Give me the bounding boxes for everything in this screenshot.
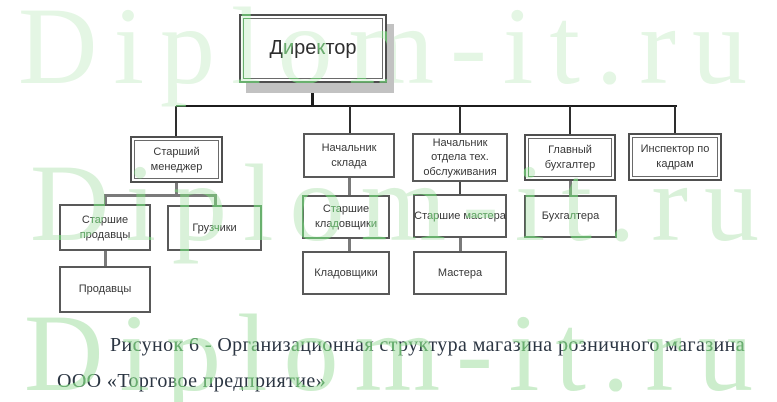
connector-line (348, 178, 351, 196)
org-box-label: Грузчики (192, 221, 237, 234)
connector-line (569, 181, 572, 196)
watermark-text: Diplom-it.ru (18, 0, 764, 107)
org-box-label: Директор (269, 37, 357, 60)
connector-line (459, 182, 461, 195)
org-box-label: Начальник отдела тех. обслуживания (423, 136, 497, 178)
figure-caption-line-2: ООО «Торговое предприятие» (57, 370, 326, 392)
connector-line (348, 239, 351, 252)
connector-line (459, 106, 461, 133)
org-box-accountants: Бухгалтера (524, 195, 617, 238)
org-box-director: Директор (239, 14, 387, 83)
connector-line (104, 194, 217, 197)
connector-line (104, 196, 107, 205)
watermark-text: Diplom-it.ru (24, 292, 770, 402)
org-box-senior-masters: Старшие мастера (413, 194, 507, 238)
org-box-tech-service-head: Начальник отдела тех. обслуживания (412, 133, 508, 182)
org-box-storekeepers: Кладовщики (302, 251, 390, 295)
org-box-label: Старшие мастера (414, 209, 506, 222)
connector-line (674, 106, 676, 133)
org-box-warehouse-head: Начальник склада (303, 133, 395, 178)
org-box-label: Продавцы (78, 283, 132, 296)
org-box-label: Старший менеджер (150, 145, 203, 173)
org-box-senior-sellers: Старшие продавцы (59, 204, 151, 251)
connector-line (311, 83, 314, 106)
org-box-senior-storekeepers: Старшие кладовщики (302, 195, 390, 239)
org-box-label: Старшие кладовщики (314, 203, 377, 230)
connector-line (214, 196, 217, 206)
connector-line (349, 106, 351, 133)
connector-line (175, 183, 178, 195)
org-box-sellers: Продавцы (59, 266, 151, 313)
org-box-label: Кладовщики (314, 266, 378, 279)
org-box-label: Начальник склада (321, 141, 377, 169)
org-box-label: Инспектор по кадрам (640, 143, 710, 170)
org-box-chief-accountant: Главный бухгалтер (524, 134, 616, 181)
org-box-label: Бухгалтера (541, 210, 600, 223)
connector-line (569, 106, 571, 134)
connector-line (459, 238, 462, 252)
connector-line (175, 106, 177, 136)
org-box-label: Старшие продавцы (79, 213, 131, 241)
org-box-label: Главный бухгалтер (544, 143, 596, 171)
connector-line (104, 251, 107, 267)
org-box-loaders: Грузчики (167, 205, 262, 251)
org-box-senior-manager: Старший менеджер (130, 136, 223, 183)
org-box-masters: Мастера (413, 251, 507, 295)
org-box-label: Мастера (437, 266, 483, 279)
org-box-hr-inspector: Инспектор по кадрам (628, 133, 722, 181)
connector-line (176, 105, 677, 107)
figure-caption-line-1: Рисунок 6 - Организационная структура ма… (110, 334, 746, 356)
